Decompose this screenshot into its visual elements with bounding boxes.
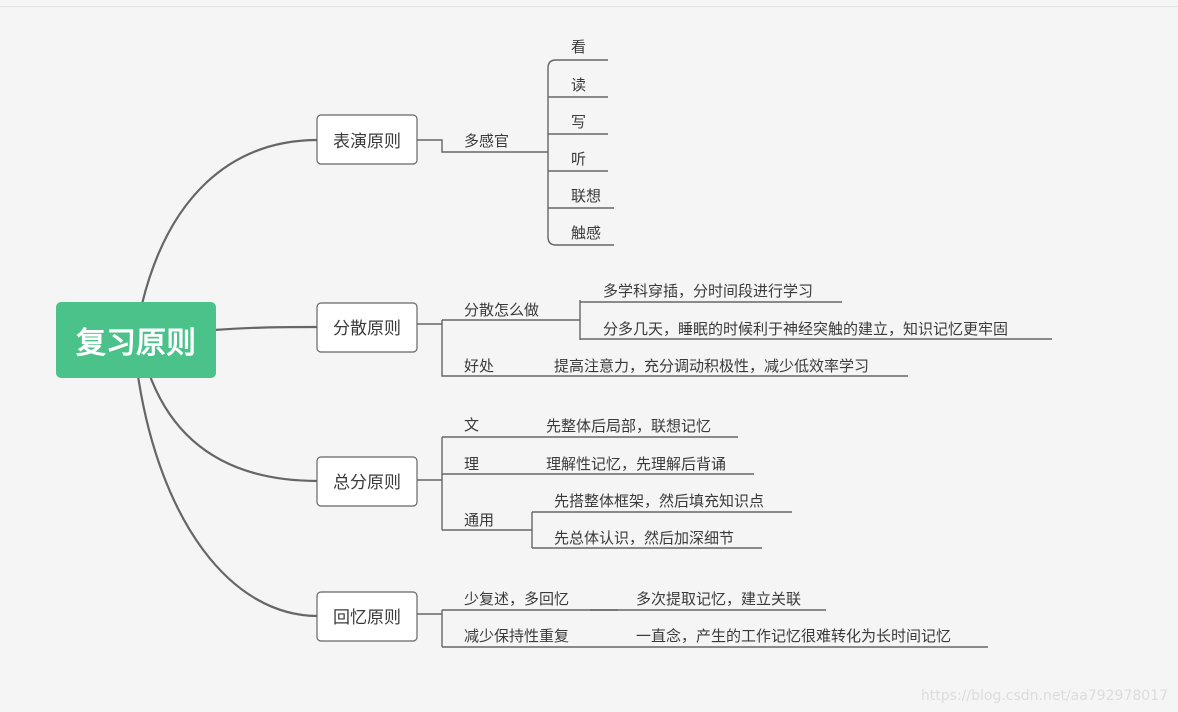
edge-root-branch-2: [213, 325, 319, 332]
root-node[interactable]: 复习原则: [56, 302, 216, 378]
branch-3-sub-1[interactable]: 文: [464, 416, 479, 434]
branch-4-label: 回忆原则: [333, 608, 401, 628]
branch-4-leaf-2[interactable]: 一直念，产生的工作记忆很难转化为长时间记忆: [636, 627, 951, 645]
branch-4-sub-2[interactable]: 减少保持性重复: [464, 627, 569, 645]
branch-2-edges: [416, 300, 1052, 377]
branch-node-2[interactable]: 分散原则: [316, 302, 418, 353]
branch-3-label: 总分原则: [333, 473, 401, 493]
watermark: https://blog.csdn.net/aa792978017: [920, 688, 1168, 704]
branch-3-sub-3[interactable]: 通用: [464, 511, 494, 529]
branch-3-leaf-1[interactable]: 先整体后局部，联想记忆: [546, 417, 711, 435]
branch-node-4[interactable]: 回忆原则: [316, 591, 418, 642]
branch-2-leaf-1[interactable]: 多学科穿插，分时间段进行学习: [603, 282, 813, 300]
branch-3-leaf-2[interactable]: 理解性记忆，先理解后背诵: [546, 455, 726, 473]
branch-2-leaf-3[interactable]: 提高注意力，充分调动积极性，减少低效率学习: [554, 357, 869, 375]
branch-1-sub-1[interactable]: 多感官: [464, 132, 509, 150]
branch-4-leaf-1[interactable]: 多次提取记忆，建立关联: [636, 590, 801, 608]
branch-2-leaf-2[interactable]: 分多几天，睡眠的时候利于神经突触的建立，知识记忆更牢固: [603, 320, 1008, 338]
root-label: 复习原则: [76, 326, 196, 361]
branch-3-sub-2[interactable]: 理: [464, 455, 479, 473]
edge-root-branch-4: [136, 375, 319, 618]
branch-1-leaf-3[interactable]: 写: [571, 113, 586, 131]
branch-node-1[interactable]: 表演原则: [316, 114, 418, 165]
edge-root-branch-1: [140, 138, 319, 305]
branch-4-sub-1[interactable]: 少复述，多回忆: [464, 590, 569, 608]
branch-1-leaf-5[interactable]: 联想: [571, 187, 601, 205]
branch-1-edges: [416, 59, 614, 246]
branch-3-leaf-3[interactable]: 先搭整体框架，然后填充知识点: [554, 492, 764, 510]
branch-1-leaf-2[interactable]: 读: [571, 76, 586, 94]
branch-2-label: 分散原则: [333, 319, 401, 339]
branch-2-sub-1[interactable]: 分散怎么做: [464, 301, 539, 319]
top-divider: [0, 6, 1178, 7]
branch-2-sub-2[interactable]: 好处: [464, 357, 494, 375]
branch-node-3[interactable]: 总分原则: [316, 456, 418, 507]
branch-3-edges: [416, 436, 792, 549]
branch-1-leaf-6[interactable]: 触感: [571, 224, 601, 242]
edge-root-branch-3: [148, 375, 319, 483]
branch-4-edges: [416, 609, 988, 648]
branch-1-label: 表演原则: [333, 132, 401, 152]
branch-1-leaf-4[interactable]: 听: [571, 150, 586, 168]
root-edges: [136, 138, 319, 618]
branch-1-leaf-1[interactable]: 看: [571, 38, 586, 56]
branch-3-leaf-4[interactable]: 先总体认识，然后加深细节: [554, 529, 734, 547]
